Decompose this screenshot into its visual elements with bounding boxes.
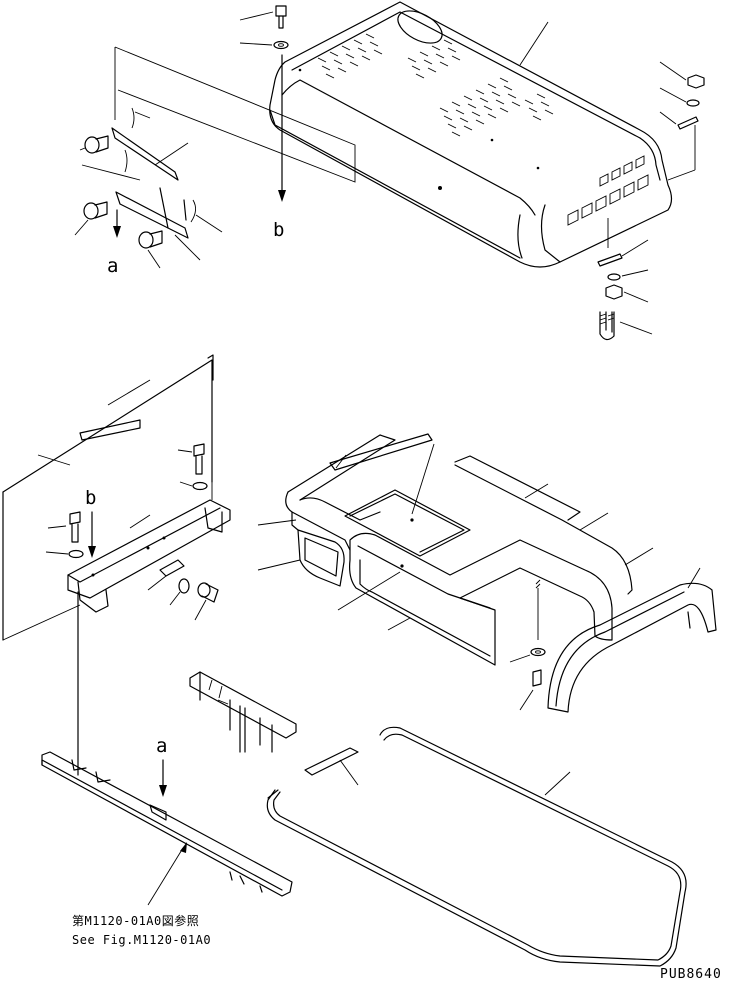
hood-louvers [317, 33, 554, 137]
hood-bolt-b [239, 5, 289, 202]
hood-right-fasteners [659, 61, 705, 181]
support-bracket [189, 671, 297, 753]
callout-b-lower: b [85, 487, 96, 509]
roof-cover-assembly [257, 433, 654, 666]
pin-1 [79, 135, 109, 154]
callout-a-upper: a [107, 255, 118, 277]
frame-beam [41, 751, 293, 906]
callout-a-lower: a [156, 735, 167, 757]
fender-arch [547, 567, 717, 713]
engine-hood [269, 1, 673, 268]
pin-2 [74, 201, 108, 236]
pin-3 [138, 230, 163, 269]
drawing-code: PUB8640 [660, 967, 722, 982]
hood-lower-fasteners [597, 218, 653, 341]
reference-note-en: See Fig.M1120-01A0 [72, 933, 211, 947]
roof-small-fasteners [509, 579, 546, 711]
reference-note-jp: 第M1120-01A0図参照 [72, 913, 199, 928]
callout-b-upper: b [273, 219, 284, 241]
mount-bracket [45, 443, 231, 776]
side-panel [2, 354, 214, 641]
window-seal-gasket [266, 726, 687, 967]
hood-hinge-assembly [74, 46, 356, 269]
hood-side-vents [567, 155, 649, 226]
